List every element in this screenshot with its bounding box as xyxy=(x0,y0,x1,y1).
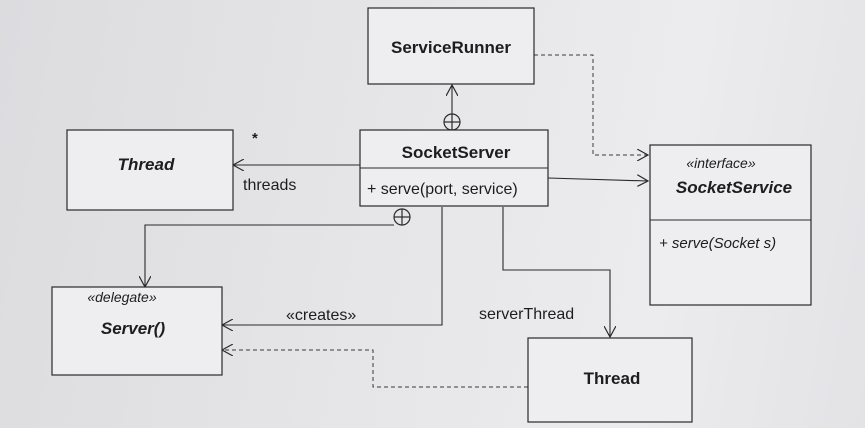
class-server-delegate: «delegate» Server() xyxy=(51,286,223,376)
dependency-thread-to-server xyxy=(222,350,528,388)
threads-role-label: threads xyxy=(243,177,296,194)
thread-left-name: Thread xyxy=(118,155,175,174)
socket-service-stereotype: «interface» xyxy=(686,155,755,171)
server-delegate-stereotype: «delegate» xyxy=(87,289,157,305)
socket-service-operation: + serve(Socket s) xyxy=(659,235,776,252)
nesting-circle-icon-lower xyxy=(393,208,411,226)
class-socket-server: SocketServer + serve(port, service) xyxy=(359,129,549,207)
nesting-circle-icon xyxy=(443,113,461,131)
association-server-thread xyxy=(502,207,610,337)
class-thread-bottom: Thread xyxy=(527,337,693,423)
dependency-runner-to-socket-service xyxy=(534,54,648,155)
creates-dependency-line xyxy=(222,207,443,325)
socket-service-name: SocketService xyxy=(676,178,792,197)
class-socket-service: «interface» SocketService + serve(Socket… xyxy=(649,144,812,306)
socket-server-operation: + serve(port, service) xyxy=(367,181,518,198)
association-to-socket-service xyxy=(547,178,648,181)
service-runner-name: ServiceRunner xyxy=(391,38,511,57)
socket-server-name: SocketServer xyxy=(402,143,511,162)
thread-bottom-name: Thread xyxy=(584,369,641,388)
threads-multiplicity-label: * xyxy=(252,130,258,147)
creates-label: «creates» xyxy=(286,307,356,324)
class-service-runner: ServiceRunner xyxy=(367,7,535,85)
nesting-line-to-server xyxy=(145,224,394,287)
server-thread-role-label: serverThread xyxy=(479,306,574,323)
class-thread-left: Thread xyxy=(66,129,234,211)
server-delegate-name: Server() xyxy=(101,319,166,338)
